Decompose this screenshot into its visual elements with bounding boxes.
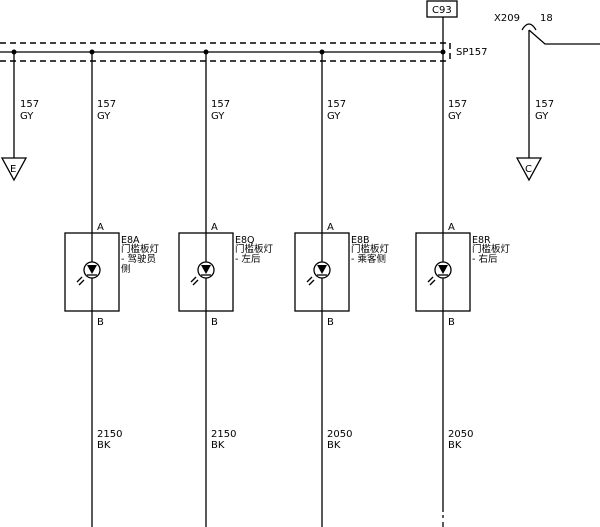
lamp-code: E8Q [235,235,255,246]
ground-branch-left: 157 GY E [0,52,39,182]
pin-a-label: A [97,222,104,233]
x209-wire-right [528,29,600,45]
ground-triangle-icon [0,157,28,182]
lamp-desc-3: 侧 [121,263,131,275]
lamp-desc-2: - 右后 [472,253,498,265]
ground-label: C [525,164,532,175]
light-ray-icon [306,276,313,283]
light-ray-icon [190,276,197,283]
branch-color-label: GY [448,111,462,122]
light-ray-icon [308,279,315,286]
branch-color-label: GY [211,111,225,122]
output-circuit-label: 2050 [327,429,352,440]
pin-a-label: A [211,222,218,233]
lamp-desc-2: - 驾驶员 [121,253,156,265]
branch-circuit-label: 157 [20,99,39,110]
lamp-desc-1: 门槛板灯 [235,243,274,255]
branch-circuit-label: 157 [448,99,467,110]
branch-circuit-label: 157 [327,99,346,110]
pin-a-label: A [327,222,334,233]
diode-triangle-icon [201,265,211,274]
diode-triangle-icon [317,265,327,274]
lamp-desc-2: - 乘客侧 [351,253,386,265]
pin-b-label: B [327,317,334,328]
branch-color-label: GY [20,111,34,122]
branch-color-label: GY [97,111,111,122]
lamp-desc-1: 门槛板灯 [472,243,511,255]
lamp-desc-1: 门槛板灯 [351,243,390,255]
lamp-desc-2: - 左后 [235,253,261,265]
connector-x209-label: X209 [494,13,520,24]
connector-c93-label: C93 [432,5,452,16]
ground-label: E [10,164,16,175]
connector-c93-box [426,0,458,18]
pin-b-label: B [211,317,218,328]
output-color-label: BK [448,440,462,451]
output-color-label: BK [211,440,225,451]
splice-label: SP157 [456,47,487,58]
light-ray-icon [429,279,436,286]
pin-a-label: A [448,222,455,233]
splice-sp157: SP157 [0,42,487,62]
pin-b-label: B [448,317,455,328]
connector-x209-pin: 18 [540,13,553,24]
branch-color-label: GY [327,111,341,122]
light-ray-icon [192,279,199,286]
light-ray-icon [76,276,83,283]
lamp-desc-1: 门槛板灯 [121,243,160,255]
output-color-label: BK [97,440,111,451]
connector-x209: X209 18 157 GY C [494,13,600,182]
pin-b-label: B [97,317,104,328]
diode-triangle-icon [438,265,448,274]
connector-symbol-icon [521,23,537,31]
branch-circuit-label: 157 [97,99,116,110]
light-ray-icon [78,279,85,286]
branch-circuit-label: 157 [535,99,554,110]
branch-color-label: GY [535,111,549,122]
output-circuit-label: 2150 [211,429,236,440]
light-ray-icon [427,276,434,283]
output-color-label: BK [327,440,341,451]
lamp-code: E8R [472,235,491,246]
output-circuit-label: 2150 [97,429,122,440]
ground-triangle-icon [515,157,543,182]
branch-circuit-label: 157 [211,99,230,110]
diode-triangle-icon [87,265,97,274]
output-circuit-label: 2050 [448,429,473,440]
lamp-code: E8B [351,235,370,246]
lamp-code: E8A [121,235,140,246]
connector-c93: C93 [426,0,458,52]
